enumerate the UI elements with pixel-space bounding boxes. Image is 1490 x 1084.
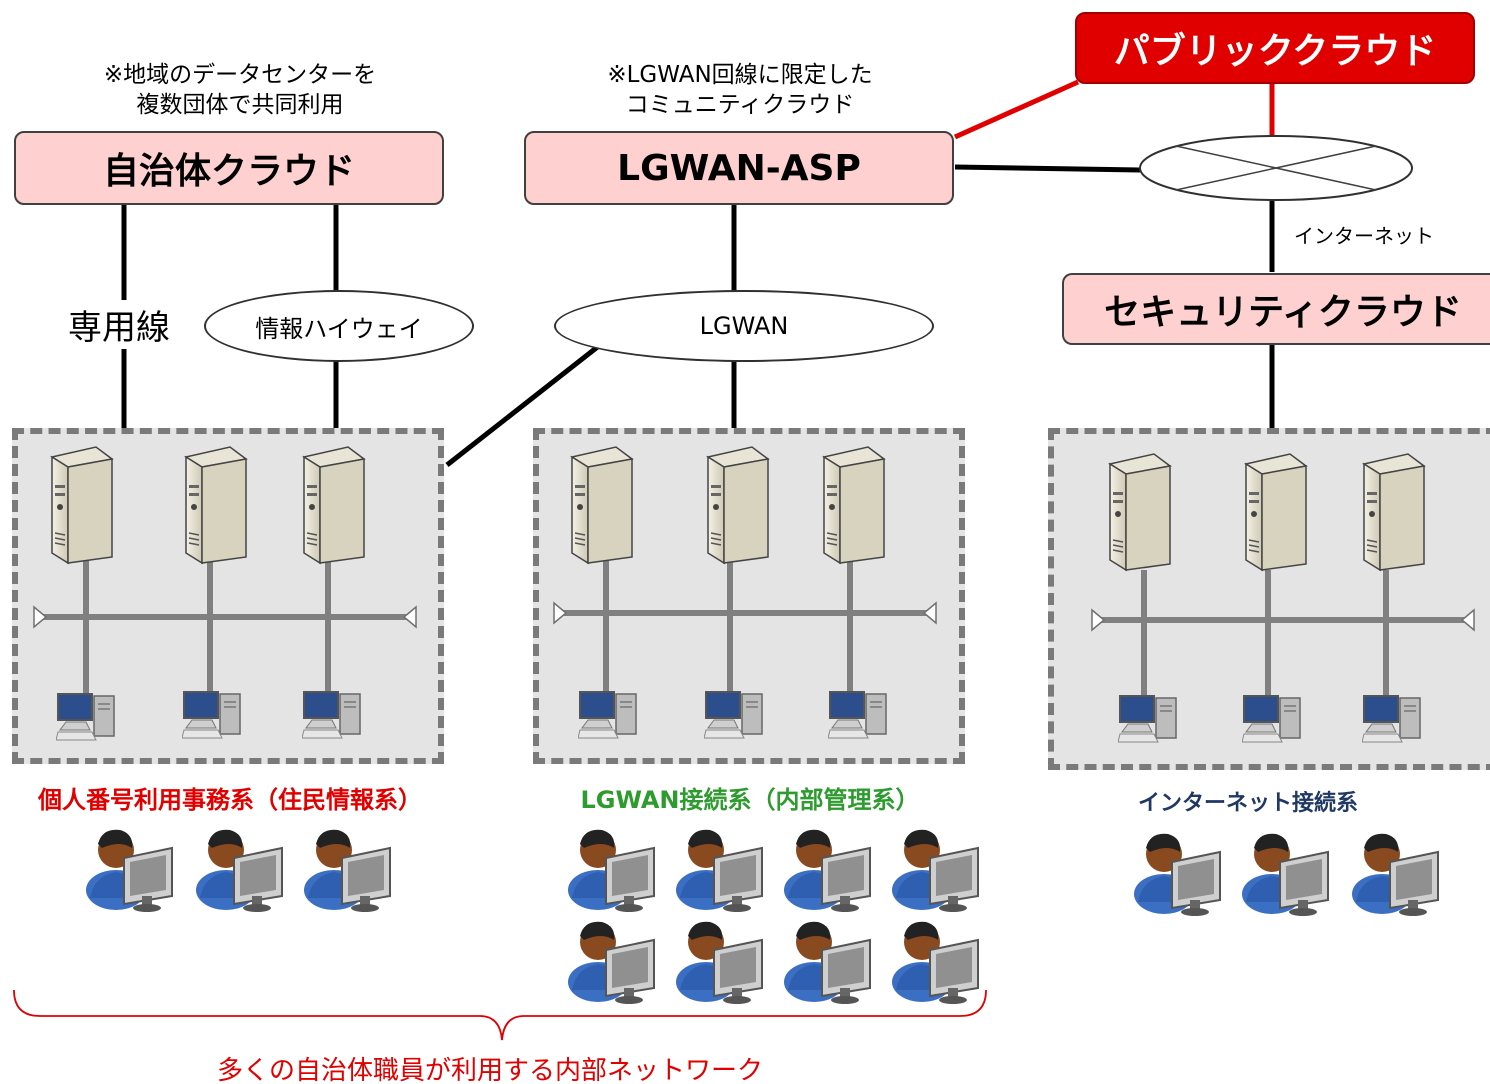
asp-internet-link [954, 164, 1141, 173]
server-icon [694, 445, 774, 565]
server-icon [1232, 452, 1312, 572]
desktop-pc-icon [1241, 692, 1308, 746]
server-icon [290, 445, 370, 565]
desktop-pc-icon [55, 690, 122, 744]
server-icon [38, 445, 118, 565]
user-at-computer-icon [670, 910, 766, 1006]
zone-label-personal-number: 個人番号利用事務系（住民情報系） [38, 786, 422, 814]
user-at-computer-icon [886, 910, 982, 1006]
note-jichitai: ※地域のデータセンターを 複数団体で共同利用 [103, 62, 377, 118]
desktop-pc-icon [703, 688, 770, 742]
user-at-computer-icon [886, 818, 982, 914]
server-icon [810, 445, 890, 565]
user-at-computer-icon [1128, 822, 1224, 918]
user-at-computer-icon [298, 818, 394, 914]
zone-label-internet-connection: インターネット接続系 [1137, 791, 1358, 816]
footer-label: 多くの自治体職員が利用する内部ネットワーク [216, 1056, 763, 1084]
cloud-security: セキュリティクラウド [1062, 273, 1490, 345]
asp-public-link [953, 79, 1080, 140]
cloud-public: パブリッククラウド [1075, 12, 1475, 84]
server-icon [1350, 452, 1430, 572]
oval-info-highway: 情報ハイウェイ [204, 290, 474, 362]
note-lgwan: ※LGWAN回線に限定した コミュニティクラウド [607, 62, 873, 118]
desktop-pc-icon [301, 688, 368, 742]
server-icon [558, 445, 638, 565]
user-at-computer-icon [1346, 822, 1442, 918]
user-at-computer-icon [670, 818, 766, 914]
user-at-computer-icon [1236, 822, 1332, 918]
cloud-lgwan-asp: LGWAN-ASP [524, 131, 954, 205]
user-at-computer-icon [80, 818, 176, 914]
zone-label-lgwan-connection: LGWAN接続系（内部管理系） [580, 786, 920, 814]
user-at-computer-icon [190, 818, 286, 914]
desktop-pc-icon [1361, 692, 1428, 746]
desktop-pc-icon [577, 688, 644, 742]
desktop-pc-icon [181, 688, 248, 742]
server-icon [1096, 452, 1176, 572]
user-at-computer-icon [562, 910, 658, 1006]
label-internet: インターネット [1294, 224, 1434, 248]
lgwan-zone1-link [445, 343, 602, 467]
user-at-computer-icon [778, 910, 874, 1006]
desktop-pc-icon [1117, 692, 1184, 746]
desktop-pc-icon [827, 688, 894, 742]
user-at-computer-icon [562, 818, 658, 914]
cloud-jichitai: 自治体クラウド [14, 131, 444, 205]
oval-lgwan: LGWAN [554, 290, 934, 362]
label-dedicated-line: 専用線 [64, 300, 174, 349]
server-icon [172, 445, 252, 565]
footer-brace [13, 989, 987, 1041]
user-at-computer-icon [778, 818, 874, 914]
